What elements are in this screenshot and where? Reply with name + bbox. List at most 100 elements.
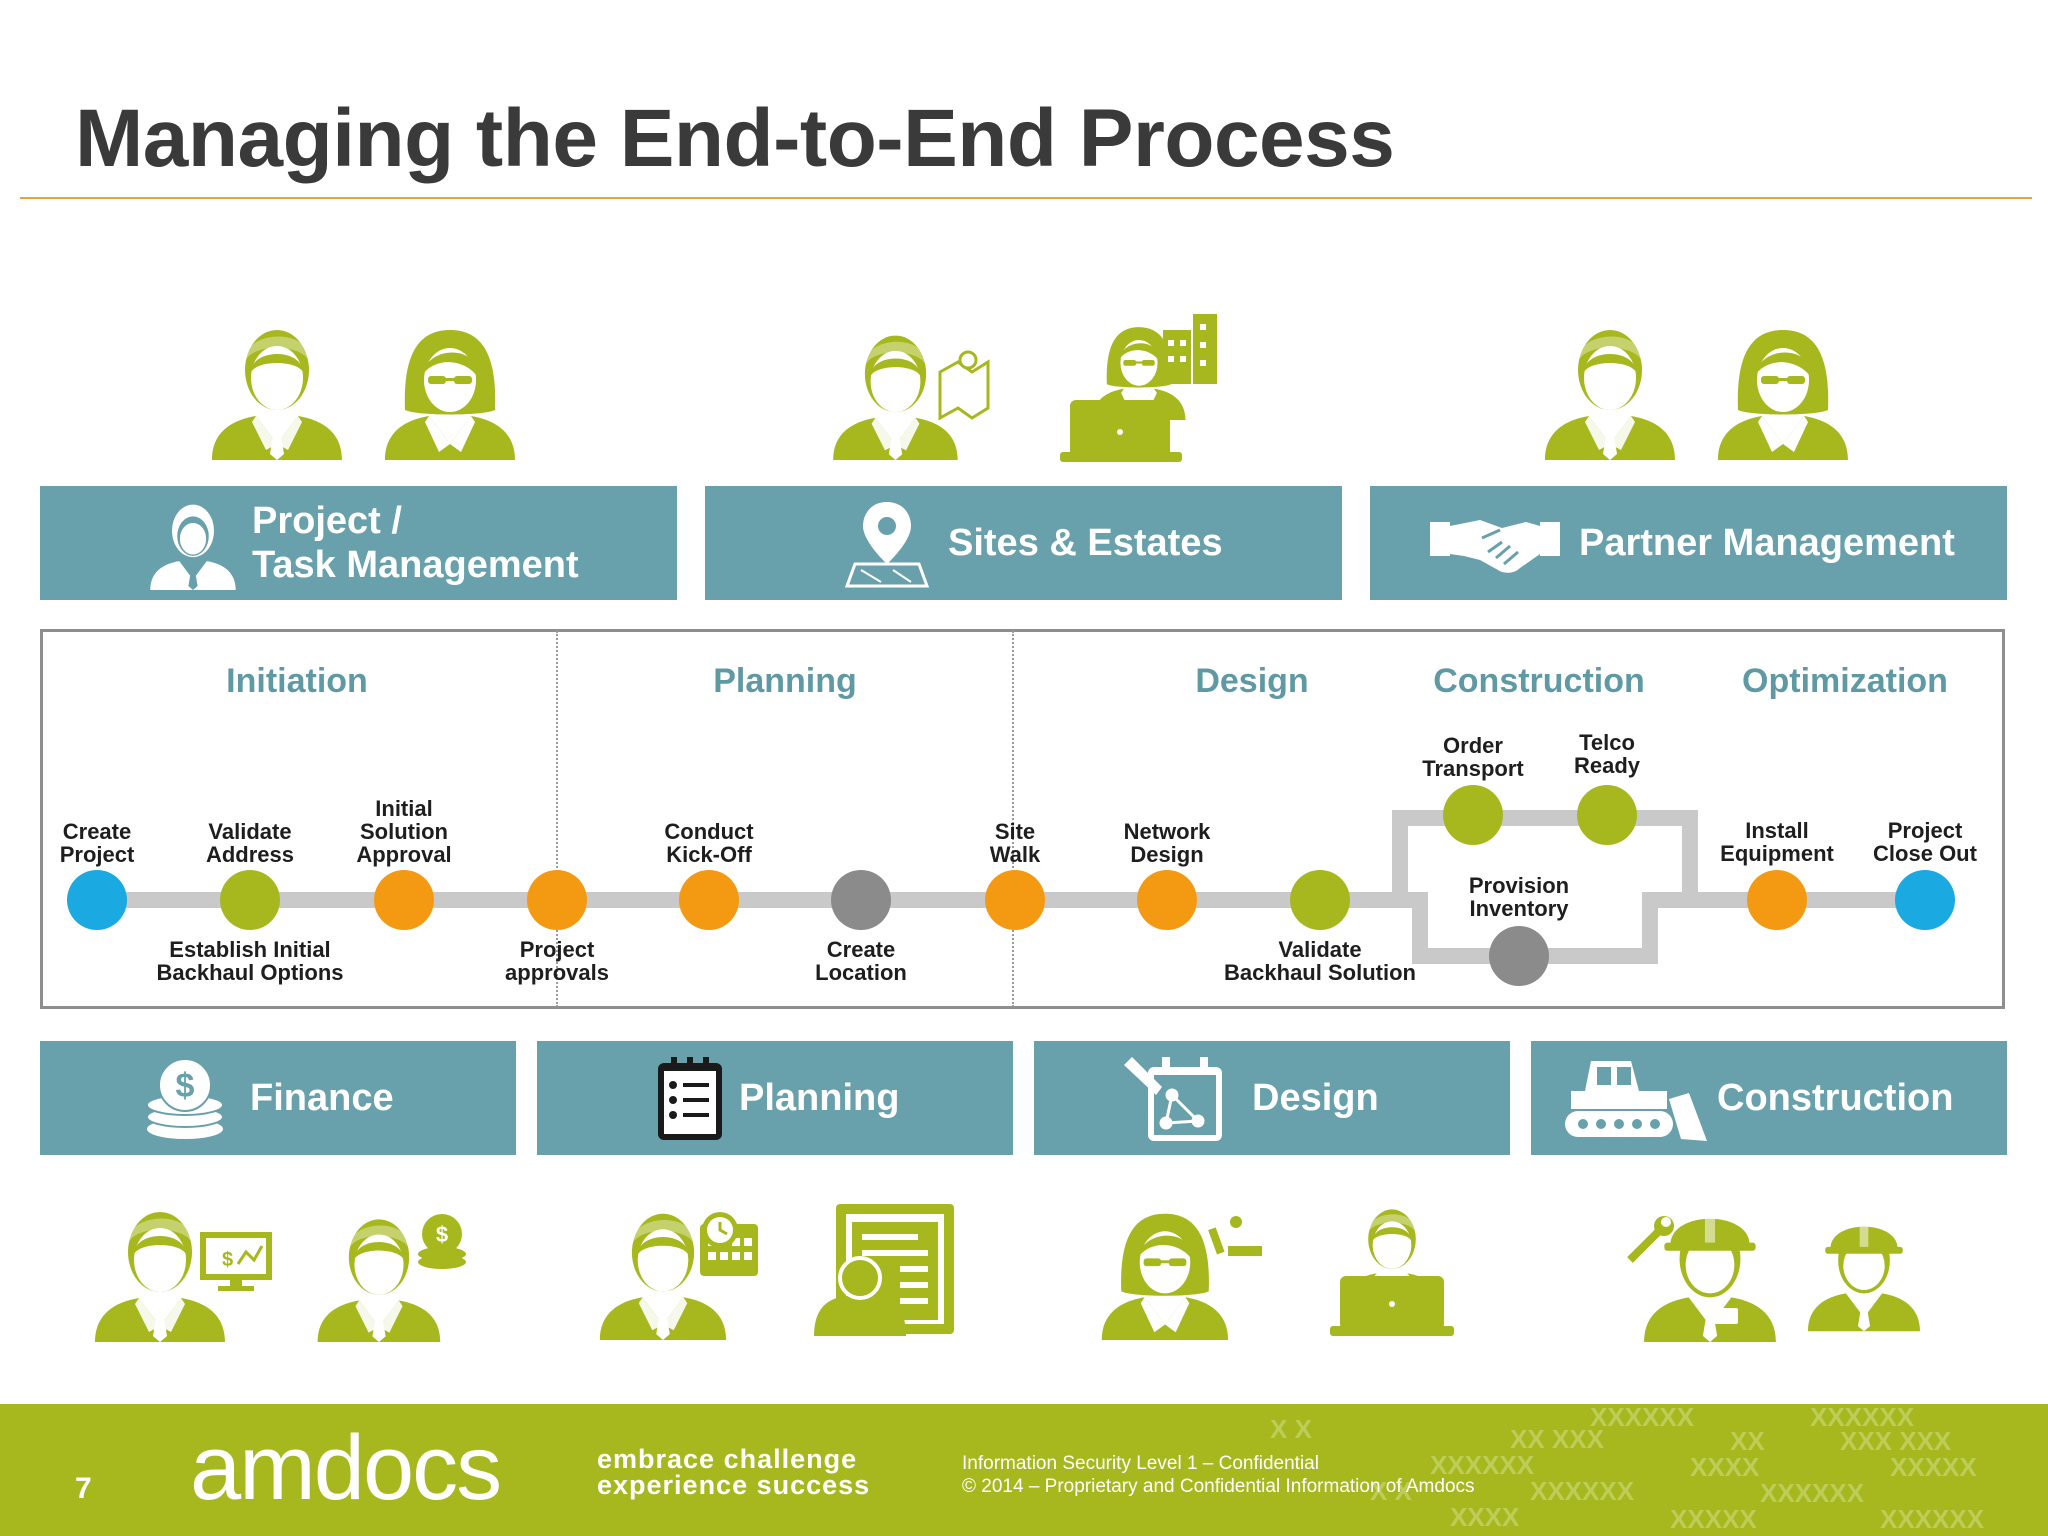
svg-text:XXXX: XXXX (1450, 1502, 1520, 1532)
svg-text:X X: X X (1270, 1414, 1313, 1444)
label-provision-inventory: Provision Inventory (1468, 873, 1570, 921)
process-node-3 (374, 870, 434, 930)
label-install-equipment: Install Equipment (1720, 818, 1834, 866)
process-node-7 (985, 870, 1045, 930)
process-node-6 (831, 870, 891, 930)
map-pin-icon (844, 502, 930, 588)
svg-text:$: $ (436, 1222, 448, 1247)
coin-stack-icon: $ (146, 1058, 224, 1139)
section-label: Finance (250, 1077, 394, 1119)
label-initial-solution-approval: Initial Solution Approval (356, 796, 452, 867)
svg-text:XX XXX: XX XXX (1510, 1424, 1605, 1454)
construction-worker-icon (1808, 1221, 1920, 1332)
planning-document-icon (814, 1204, 954, 1336)
section-planning: Planning (537, 1041, 1013, 1155)
section-label: Partner Management (1579, 522, 1955, 564)
svg-text:XXXXXX: XXXXXX (1810, 1404, 1915, 1432)
amdocs-logo: amdocs (190, 1417, 502, 1519)
designer-woman-icon (1101, 1213, 1262, 1340)
laptop-woman-icon (1060, 327, 1186, 462)
phase-optimization: Optimization (1742, 662, 1948, 700)
label-project-approvals: Project approvals (505, 937, 609, 985)
finance-analyst-icon: $ (95, 1212, 272, 1342)
page-title: Managing the End-to-End Process (75, 93, 1395, 184)
label-network-design: Network Design (1123, 819, 1211, 867)
map-icon (938, 350, 990, 421)
label-create-location: Create Location (815, 937, 907, 985)
design-board-icon (1124, 1057, 1222, 1141)
process-node-5 (679, 870, 739, 930)
section-project-task-management: Project / Task Management (40, 486, 677, 600)
flow-nodes (67, 785, 1955, 986)
label-validate-backhaul: Validate Backhaul Solution (1224, 937, 1416, 985)
label-validate-address: Validate Address (205, 819, 295, 867)
section-label-line1: Project / (252, 500, 402, 542)
section-partner-management: Partner Management (1370, 486, 2007, 600)
process-node-2 (220, 870, 280, 930)
process-node-9 (1290, 870, 1350, 930)
process-node-14 (1895, 870, 1955, 930)
process-node-11 (1577, 785, 1637, 845)
section-label: Construction (1717, 1077, 1954, 1119)
label-telco-ready: Telco Ready (1573, 730, 1641, 778)
process-diagram (40, 629, 2005, 1009)
svg-text:XXXXXX: XXXXXX (1760, 1478, 1865, 1508)
tagline-line2: experience success (597, 1470, 871, 1500)
finance-coins-person-icon: $ (317, 1214, 466, 1342)
checklist-icon (658, 1057, 722, 1140)
process-node-13 (1747, 870, 1807, 930)
label-project-close-out: Project Close Out (1873, 818, 1977, 866)
page-number: 7 (75, 1472, 92, 1505)
svg-text:XX: XX (1730, 1426, 1765, 1456)
phase-planning: Planning (713, 662, 857, 700)
process-node-12 (1489, 926, 1549, 986)
legal-line2: © 2014 – Proprietary and Confidential In… (962, 1476, 1475, 1497)
bottom-people-icons: $ $ (95, 1204, 1920, 1342)
section-label: Planning (739, 1077, 900, 1119)
svg-text:$: $ (176, 1067, 195, 1105)
svg-text:X X: X X (1370, 1476, 1413, 1506)
top-people-icons (212, 314, 1848, 462)
bulldozer-icon (1565, 1061, 1707, 1141)
designer-laptop-icon (1330, 1209, 1454, 1336)
svg-text:$: $ (222, 1249, 233, 1271)
section-construction: Construction (1531, 1041, 2007, 1155)
label-create-project: Create Project (59, 819, 135, 867)
label-site-walk: Site Walk (989, 819, 1041, 867)
construction-worker-wrench-icon (1627, 1212, 1776, 1342)
process-node-4 (527, 870, 587, 930)
phase-divider (556, 631, 558, 1007)
svg-text:XXX XXX: XXX XXX (1840, 1426, 1952, 1456)
phase-initiation: Initiation (226, 662, 368, 700)
svg-text:XXXXXX: XXXXXX (1590, 1404, 1695, 1432)
planner-calendar-icon (599, 1212, 758, 1340)
label-order-transport: Order Transport (1422, 733, 1524, 781)
handshake-icon (1430, 520, 1560, 573)
manager-icon (150, 504, 236, 590)
section-finance: $ Finance (40, 1041, 516, 1155)
svg-text:XXXXXX: XXXXXX (1430, 1450, 1535, 1480)
tagline-line1: embrace challenge (597, 1444, 858, 1474)
section-label: Sites & Estates (948, 522, 1223, 564)
section-label-line2: Task Management (252, 544, 579, 586)
buildings-icon (1163, 314, 1217, 384)
legal-line1: Information Security Level 1 – Confident… (962, 1453, 1319, 1474)
section-design: Design (1034, 1041, 1510, 1155)
svg-text:XXXXXX: XXXXXX (1880, 1504, 1985, 1534)
svg-text:XXXXXX: XXXXXX (1530, 1476, 1635, 1506)
process-node-8 (1137, 870, 1197, 930)
section-sites-estates: Sites & Estates (705, 486, 1342, 600)
phase-divider (1012, 631, 1014, 1007)
process-node-10 (1443, 785, 1503, 845)
process-flow (67, 785, 1955, 986)
phase-construction: Construction (1433, 662, 1645, 700)
label-conduct-kickoff: Conduct Kick-Off (664, 819, 754, 867)
svg-text:XXXXX: XXXXX (1670, 1504, 1757, 1534)
process-node-1 (67, 870, 127, 930)
title-divider (20, 197, 2032, 199)
svg-text:XXXXX: XXXXX (1890, 1452, 1977, 1482)
svg-text:XXXX: XXXX (1690, 1452, 1760, 1482)
label-establish-backhaul: Establish Initial Backhaul Options (156, 937, 344, 985)
